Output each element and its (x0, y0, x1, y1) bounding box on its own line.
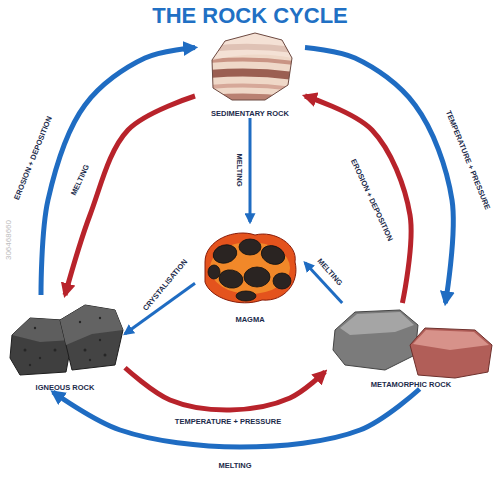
rock-pores (39, 357, 41, 359)
node-label: SEDIMENTARY ROCK (211, 109, 289, 118)
metamorphic-rock-art (333, 310, 418, 370)
rock-pores (99, 317, 101, 319)
sedimentary-rock-art (212, 33, 292, 100)
cycle-arrow (125, 368, 325, 410)
rock-strata (200, 93, 300, 110)
metamorphic-rock-art (340, 312, 414, 335)
metamorphic-rock-art (410, 328, 492, 378)
rock-node: MAGMA (195, 222, 305, 324)
magma-lumps (273, 273, 291, 289)
rock-strata (200, 83, 300, 92)
edge-label: TEMPERATURE + PRESSURE (175, 417, 281, 426)
magma-lumps (244, 267, 270, 287)
magma-lumps (239, 239, 261, 255)
cycle-arrow (41, 48, 195, 295)
magma-lumps (236, 291, 256, 301)
rock-pores (34, 327, 36, 329)
node-label: MAGMA (235, 315, 264, 324)
rock-pores (84, 349, 87, 352)
magma-lumps (208, 239, 291, 301)
rock-pores (24, 317, 107, 366)
node-label: IGNEOUS ROCK (36, 383, 95, 392)
sedimentary-rock-art (200, 33, 300, 110)
igneous-rock-art (60, 305, 123, 370)
diagram-title: THE ROCK CYCLE (0, 3, 500, 29)
edge-label: EROSION + DEPOSITION (12, 115, 54, 201)
cycle-arrow (53, 389, 420, 447)
watermark: 306468660 (4, 220, 13, 260)
magma-lumps (218, 268, 245, 290)
magma-lumps (211, 242, 239, 266)
rock-pores (79, 321, 81, 323)
rock-pores (24, 349, 27, 352)
edge-label: MELTING (316, 257, 345, 288)
rock-node: METAMORPHIC ROCK (325, 303, 497, 389)
rock-pores (29, 364, 31, 366)
magma-art (205, 233, 296, 303)
cycle-arrow (305, 96, 411, 303)
rock-pores (89, 359, 91, 361)
rock-node: SEDIMENTARY ROCK (195, 30, 305, 118)
rock-node: IGNEOUS ROCK (5, 295, 125, 392)
node-label: METAMORPHIC ROCK (371, 380, 451, 389)
magma-art (205, 233, 296, 303)
magma-lumps (259, 242, 288, 267)
sedimentary-rock-art (212, 33, 292, 60)
edge-label: EROSION + DEPOSITION (349, 158, 395, 243)
cycle-arrow (249, 118, 252, 222)
rock-pores (104, 354, 107, 357)
metamorphic-rock-art (413, 330, 489, 350)
cycle-arrow (305, 48, 453, 303)
rock-strata (200, 68, 300, 81)
sedimentary-rock-art (212, 33, 292, 100)
rock-pores (54, 349, 57, 352)
magma-lumps (208, 265, 220, 279)
edge-label: MELTING (235, 153, 244, 186)
metamorphic-rock-art (333, 310, 492, 378)
igneous-rock-art (60, 305, 123, 345)
edge-label: MELTING (218, 461, 251, 470)
igneous-rock-art (10, 305, 123, 375)
edge-label: MELTING (69, 163, 91, 197)
rock-pores (99, 339, 101, 341)
